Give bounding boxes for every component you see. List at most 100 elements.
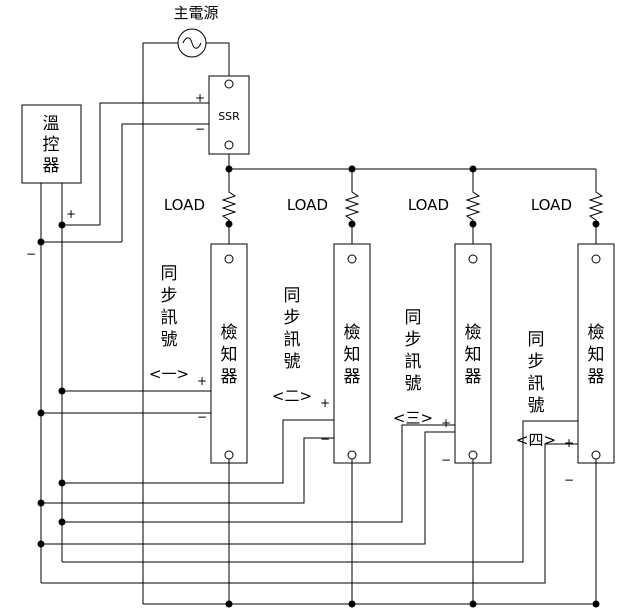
- detector-terminal-bottom: [347, 450, 357, 460]
- detector-terminal-top: [347, 254, 357, 264]
- ssr-label: SSR: [218, 110, 240, 123]
- load-resistor-icon: [588, 182, 604, 230]
- load-resistor-icon: [465, 182, 481, 230]
- detector-char: 器: [465, 367, 482, 387]
- detector-char: 知: [465, 345, 482, 365]
- controller-plus-sign: +: [66, 207, 76, 221]
- junction-dot: [58, 221, 66, 229]
- sync-signal-char: 號: [161, 330, 178, 350]
- signal-plus-sign: +: [564, 436, 574, 450]
- ssr-plus-wire: [99, 102, 209, 225]
- load-label: LOAD: [164, 196, 205, 214]
- load-label: LOAD: [408, 196, 449, 214]
- sync-signal-char: 同: [284, 286, 301, 306]
- detector-char: 知: [221, 345, 238, 365]
- detector-box: [577, 243, 615, 464]
- sync-signal-char: 訊: [161, 308, 178, 328]
- sync-signal-char: 步: [528, 352, 545, 372]
- signal-minus-sign: −: [441, 453, 451, 467]
- junction-dot: [37, 238, 45, 246]
- detector-char: 檢: [588, 323, 605, 343]
- load-label: LOAD: [287, 196, 328, 214]
- detector-char: 器: [221, 367, 238, 387]
- detector-box: [454, 243, 492, 464]
- sync-signal-char: 步: [161, 286, 178, 306]
- sync-signal-char: 訊: [528, 374, 545, 394]
- signal-minus-sign: −: [320, 432, 330, 446]
- junction-dot: [225, 600, 233, 608]
- temperature-controller-box: [21, 104, 82, 184]
- sync-signal-char: 步: [405, 330, 422, 350]
- sync-signal-char: 號: [405, 374, 422, 394]
- controller-char-1: 溫: [43, 114, 60, 134]
- junction-dot: [592, 220, 600, 228]
- signal-plus-sign: +: [197, 374, 207, 388]
- detector-terminal-top: [224, 254, 234, 264]
- sync-signal-number: <二>: [272, 387, 312, 405]
- detector-char: 知: [344, 345, 361, 365]
- junction-dot: [225, 220, 233, 228]
- load-resistor-icon: [344, 182, 360, 230]
- sync-signal-char: 號: [284, 352, 301, 372]
- sync-signal-char: 訊: [405, 352, 422, 372]
- mains-line-left: [142, 42, 178, 604]
- signal-plus-sign: +: [320, 396, 330, 410]
- signal-plus-wire: [62, 420, 578, 563]
- sync-signal-char: 同: [405, 308, 422, 328]
- mains-line-right: [206, 42, 230, 78]
- junction-dot: [58, 518, 66, 526]
- detector-channels: LOAD檢知器同步訊號<一>+−LOAD檢知器同步訊號<二>+−LOAD檢知器同…: [37, 169, 615, 608]
- detector-char: 知: [588, 345, 605, 365]
- junction-dot: [592, 600, 600, 608]
- detector-terminal-top: [468, 254, 478, 264]
- detector-terminal-bottom: [591, 450, 601, 460]
- signal-plus-wire: [62, 424, 455, 523]
- junction-dot: [348, 220, 356, 228]
- sync-signal-char: 同: [161, 264, 178, 284]
- ssr-plus-sign: +: [195, 91, 205, 105]
- main-power-label: 主電源: [173, 4, 218, 22]
- load-resistor-icon: [221, 182, 237, 230]
- junction-dot: [469, 600, 477, 608]
- detector-terminal-top: [591, 254, 601, 264]
- sync-signal-char: 訊: [284, 330, 301, 350]
- signal-minus-sign: −: [197, 410, 207, 424]
- detector-char: 檢: [344, 323, 361, 343]
- junction-dot: [58, 479, 66, 487]
- detector-terminal-bottom: [224, 450, 234, 460]
- junction-dot: [37, 540, 45, 548]
- sync-signal-char: 步: [284, 308, 301, 328]
- signal-plus-wire: [62, 419, 334, 484]
- ssr-minus-wire: [121, 123, 209, 242]
- sine-wave-icon: [182, 37, 202, 49]
- sync-signal-char: 號: [528, 396, 545, 416]
- detector-terminal-bottom: [468, 450, 478, 460]
- junction-dot: [469, 220, 477, 228]
- controller-minus-sign: −: [26, 247, 36, 261]
- detector-char: 器: [344, 367, 361, 387]
- sync-signal-number: <三>: [393, 409, 433, 427]
- ssr-minus-sign: −: [195, 122, 205, 136]
- detector-box: [210, 243, 248, 464]
- detector-char: 檢: [465, 323, 482, 343]
- junction-dot: [348, 600, 356, 608]
- junction-dot: [37, 499, 45, 507]
- signal-plus-sign: +: [441, 416, 451, 430]
- signal-minus-wire: [41, 431, 455, 545]
- junction-dot: [37, 409, 45, 417]
- sync-signal-char: 同: [528, 330, 545, 350]
- sync-signal-number: <一>: [149, 365, 189, 383]
- ssr-terminal-bottom: [224, 140, 234, 150]
- signal-minus-wire: [41, 443, 578, 584]
- controller-char-3: 器: [43, 156, 60, 176]
- signal-minus-sign: −: [564, 473, 574, 487]
- detector-char: 檢: [221, 323, 238, 343]
- load-label: LOAD: [531, 196, 572, 214]
- signal-minus-wire: [41, 437, 334, 504]
- detector-char: 器: [588, 367, 605, 387]
- detector-box: [333, 243, 371, 464]
- ssr-terminal-top: [224, 79, 234, 89]
- sync-signal-number: <四>: [516, 431, 556, 449]
